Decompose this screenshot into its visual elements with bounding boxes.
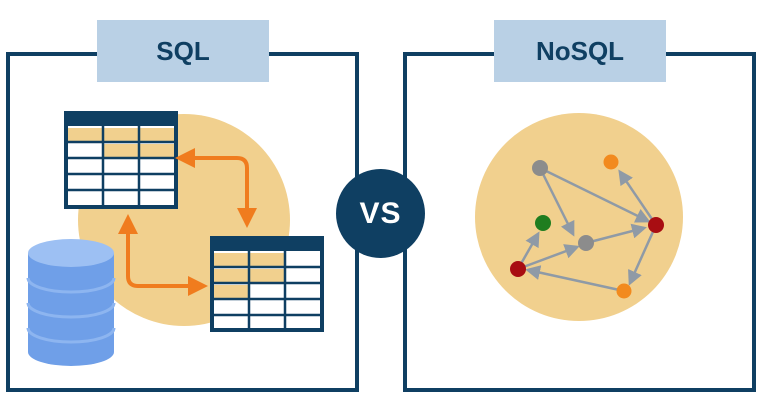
database-cylinder-icon xyxy=(26,239,116,366)
graph-node-red xyxy=(648,217,664,233)
graph-node-gray xyxy=(532,160,548,176)
bidirectional-arrow-icon xyxy=(175,148,257,228)
graph-node-orange xyxy=(616,283,632,299)
versus-badge: VS xyxy=(336,169,425,258)
graph-node-orange xyxy=(603,154,619,170)
graph-node-red xyxy=(510,261,526,277)
sql-title: SQL xyxy=(97,20,269,82)
graph-node-gray xyxy=(578,235,594,251)
table-icon xyxy=(64,111,178,209)
bidirectional-arrow-icon xyxy=(118,214,208,296)
graph-network-icon xyxy=(510,154,664,299)
table-icon xyxy=(210,236,324,332)
graph-node-green xyxy=(535,215,551,231)
nosql-title: NoSQL xyxy=(494,20,666,82)
